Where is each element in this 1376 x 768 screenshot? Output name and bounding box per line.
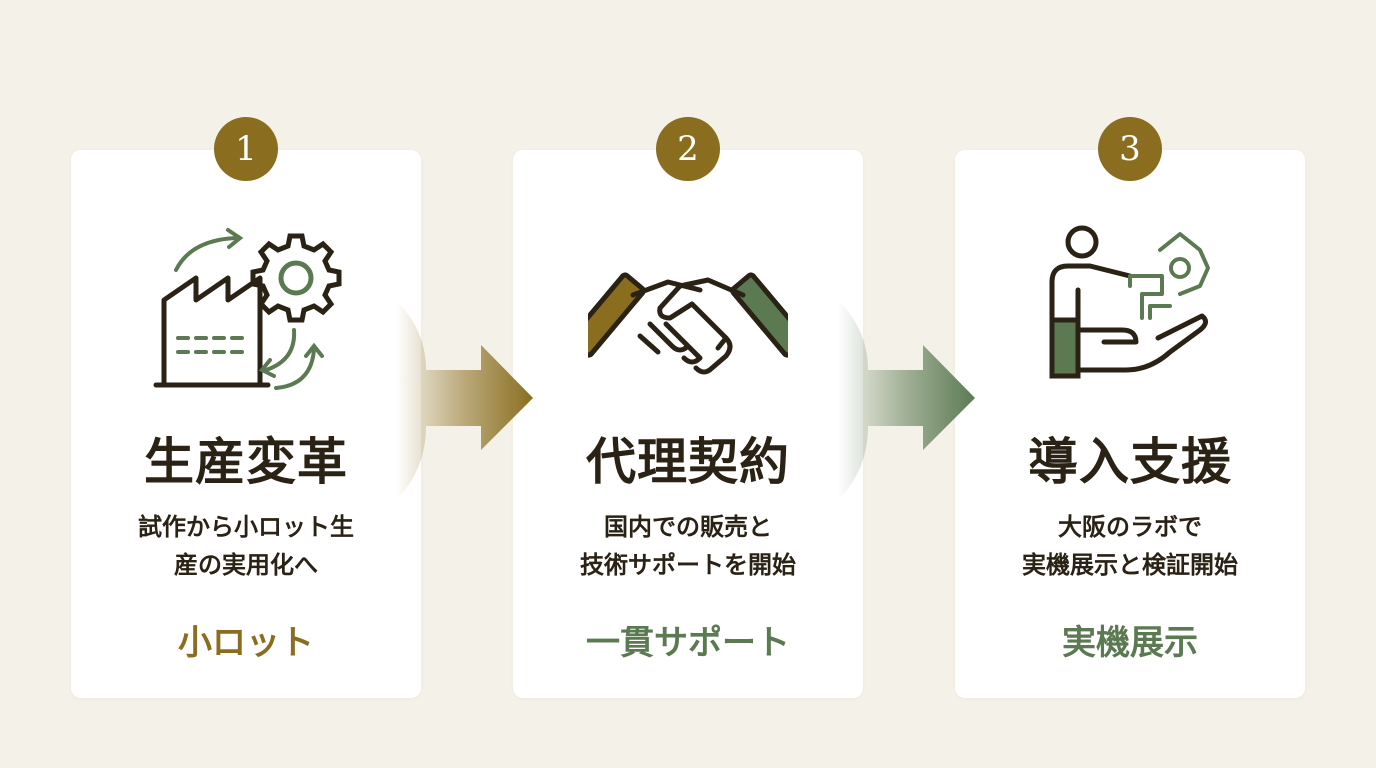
step-card-1: 生産変革 試作から小ロット生 産の実用化へ 小ロット bbox=[71, 150, 421, 698]
hand-support-demo-icon bbox=[1049, 225, 1210, 379]
step-number-badge: 1 bbox=[214, 117, 278, 181]
step-description: 大阪のラボで 実機展示と検証開始 bbox=[975, 508, 1285, 584]
handshake-icon bbox=[588, 272, 788, 375]
step-tag: 小ロット bbox=[178, 623, 314, 663]
step-tag: 実機展示 bbox=[1062, 623, 1198, 663]
step-description-line: 試作から小ロット生 bbox=[138, 513, 354, 541]
flow-arrow-icon bbox=[838, 300, 975, 500]
step-title: 代理契約 bbox=[586, 432, 790, 491]
flow-arrow-icon bbox=[396, 300, 533, 500]
step-description-line: 産の実用化へ bbox=[174, 551, 318, 579]
step-description: 国内での販売と 技術サポートを開始 bbox=[533, 508, 843, 584]
factory-gear-icon bbox=[153, 228, 342, 390]
step-description: 試作から小ロット生 産の実用化へ bbox=[91, 508, 401, 584]
step-description-line: 技術サポートを開始 bbox=[580, 551, 796, 579]
step-number-badge: 3 bbox=[1098, 117, 1162, 181]
step-description-line: 実機展示と検証開始 bbox=[1022, 551, 1238, 579]
step-tag: 一貫サポート bbox=[586, 623, 790, 663]
step-card-2: 代理契約 国内での販売と 技術サポートを開始 一貫サポート bbox=[513, 150, 863, 698]
step-title: 導入支援 bbox=[1028, 432, 1232, 491]
step-card-3: 導入支援 大阪のラボで 実機展示と検証開始 実機展示 bbox=[955, 150, 1305, 698]
step-description-line: 国内での販売と bbox=[604, 513, 772, 541]
step-title: 生産変革 bbox=[144, 432, 348, 491]
step-number-badge: 2 bbox=[656, 117, 720, 181]
step-description-line: 大阪のラボで bbox=[1058, 513, 1202, 541]
